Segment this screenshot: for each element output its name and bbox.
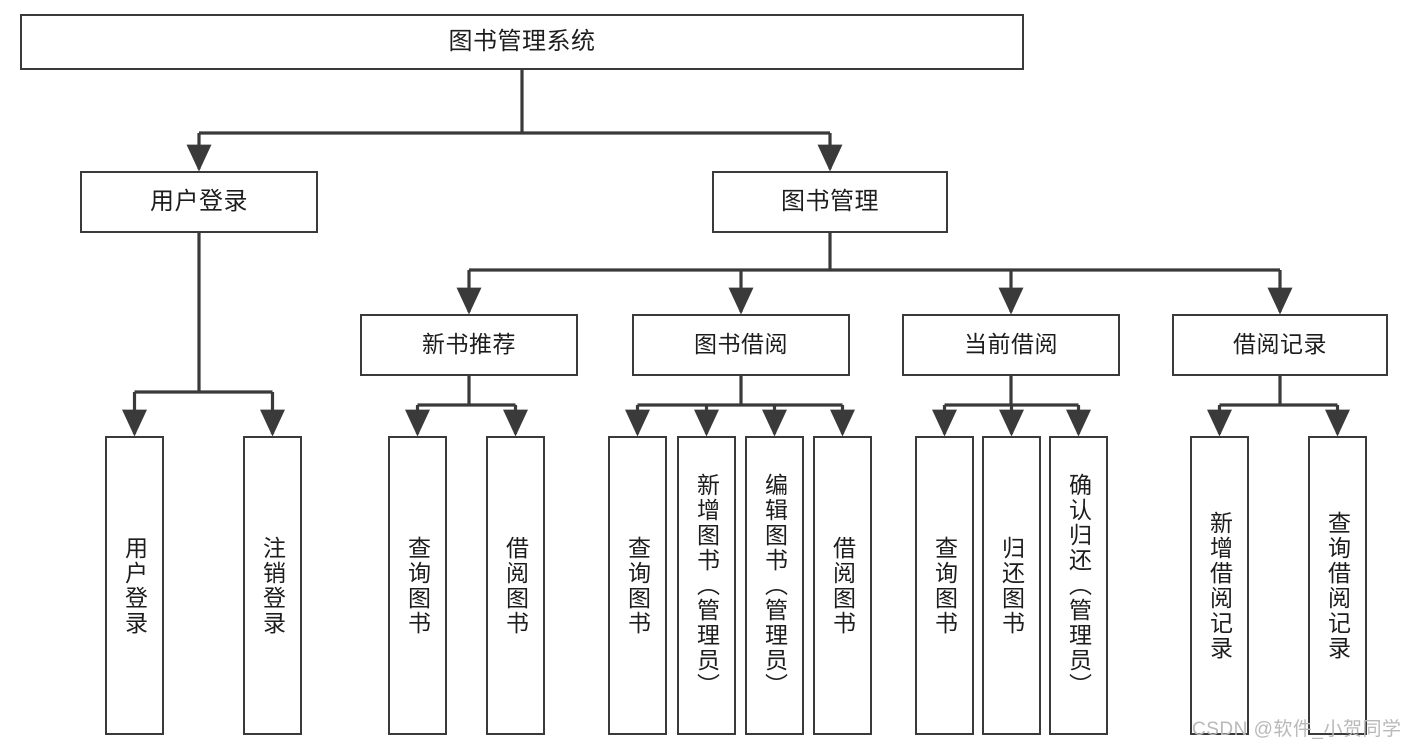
node-label: 查询借阅记录 xyxy=(1324,510,1351,661)
node-leaf[interactable]: 编辑图书（管理员） xyxy=(745,436,804,735)
node-level1[interactable]: 图书管理 xyxy=(712,171,948,233)
node-label: 借阅图书 xyxy=(829,535,856,636)
node-level1[interactable]: 用户登录 xyxy=(80,171,318,233)
node-label: 新书推荐 xyxy=(422,331,516,358)
node-label: 用户登录 xyxy=(121,535,148,636)
node-label: 查询图书 xyxy=(931,535,958,636)
node-label: 查询图书 xyxy=(624,535,651,636)
node-leaf[interactable]: 注销登录 xyxy=(243,436,302,735)
node-label: 归还图书 xyxy=(998,535,1025,636)
node-label: 编辑图书（管理员） xyxy=(761,473,788,698)
node-label: 图书借阅 xyxy=(694,331,788,358)
node-label: 当前借阅 xyxy=(964,331,1058,358)
node-label: 新增图书（管理员） xyxy=(693,473,720,698)
node-leaf[interactable]: 确认归还（管理员） xyxy=(1049,436,1108,735)
node-label: 注销登录 xyxy=(259,535,286,636)
node-level2[interactable]: 图书借阅 xyxy=(632,314,850,376)
node-label: 图书管理 xyxy=(781,187,879,215)
node-leaf[interactable]: 用户登录 xyxy=(105,436,164,735)
node-level2[interactable]: 新书推荐 xyxy=(360,314,578,376)
node-leaf[interactable]: 查询借阅记录 xyxy=(1308,436,1367,735)
node-label: 新增借阅记录 xyxy=(1206,510,1233,661)
node-leaf[interactable]: 新增借阅记录 xyxy=(1190,436,1249,735)
node-label: 查询图书 xyxy=(404,535,431,636)
node-label: 用户登录 xyxy=(150,187,248,215)
node-leaf[interactable]: 借阅图书 xyxy=(486,436,545,735)
node-leaf[interactable]: 查询图书 xyxy=(388,436,447,735)
csdn-watermark: CSDN @软件_小贺同学 xyxy=(1192,719,1402,740)
node-root[interactable]: 图书管理系统 xyxy=(20,14,1024,70)
node-level2[interactable]: 当前借阅 xyxy=(902,314,1120,376)
node-label: 图书管理系统 xyxy=(448,27,596,55)
node-leaf[interactable]: 借阅图书 xyxy=(813,436,872,735)
node-leaf[interactable]: 查询图书 xyxy=(915,436,974,735)
node-leaf[interactable]: 归还图书 xyxy=(982,436,1041,735)
node-label: 借阅记录 xyxy=(1233,331,1327,358)
node-leaf[interactable]: 查询图书 xyxy=(608,436,667,735)
node-level2[interactable]: 借阅记录 xyxy=(1172,314,1388,376)
node-label: 确认归还（管理员） xyxy=(1065,473,1092,698)
node-leaf[interactable]: 新增图书（管理员） xyxy=(677,436,736,735)
node-label: 借阅图书 xyxy=(502,535,529,636)
